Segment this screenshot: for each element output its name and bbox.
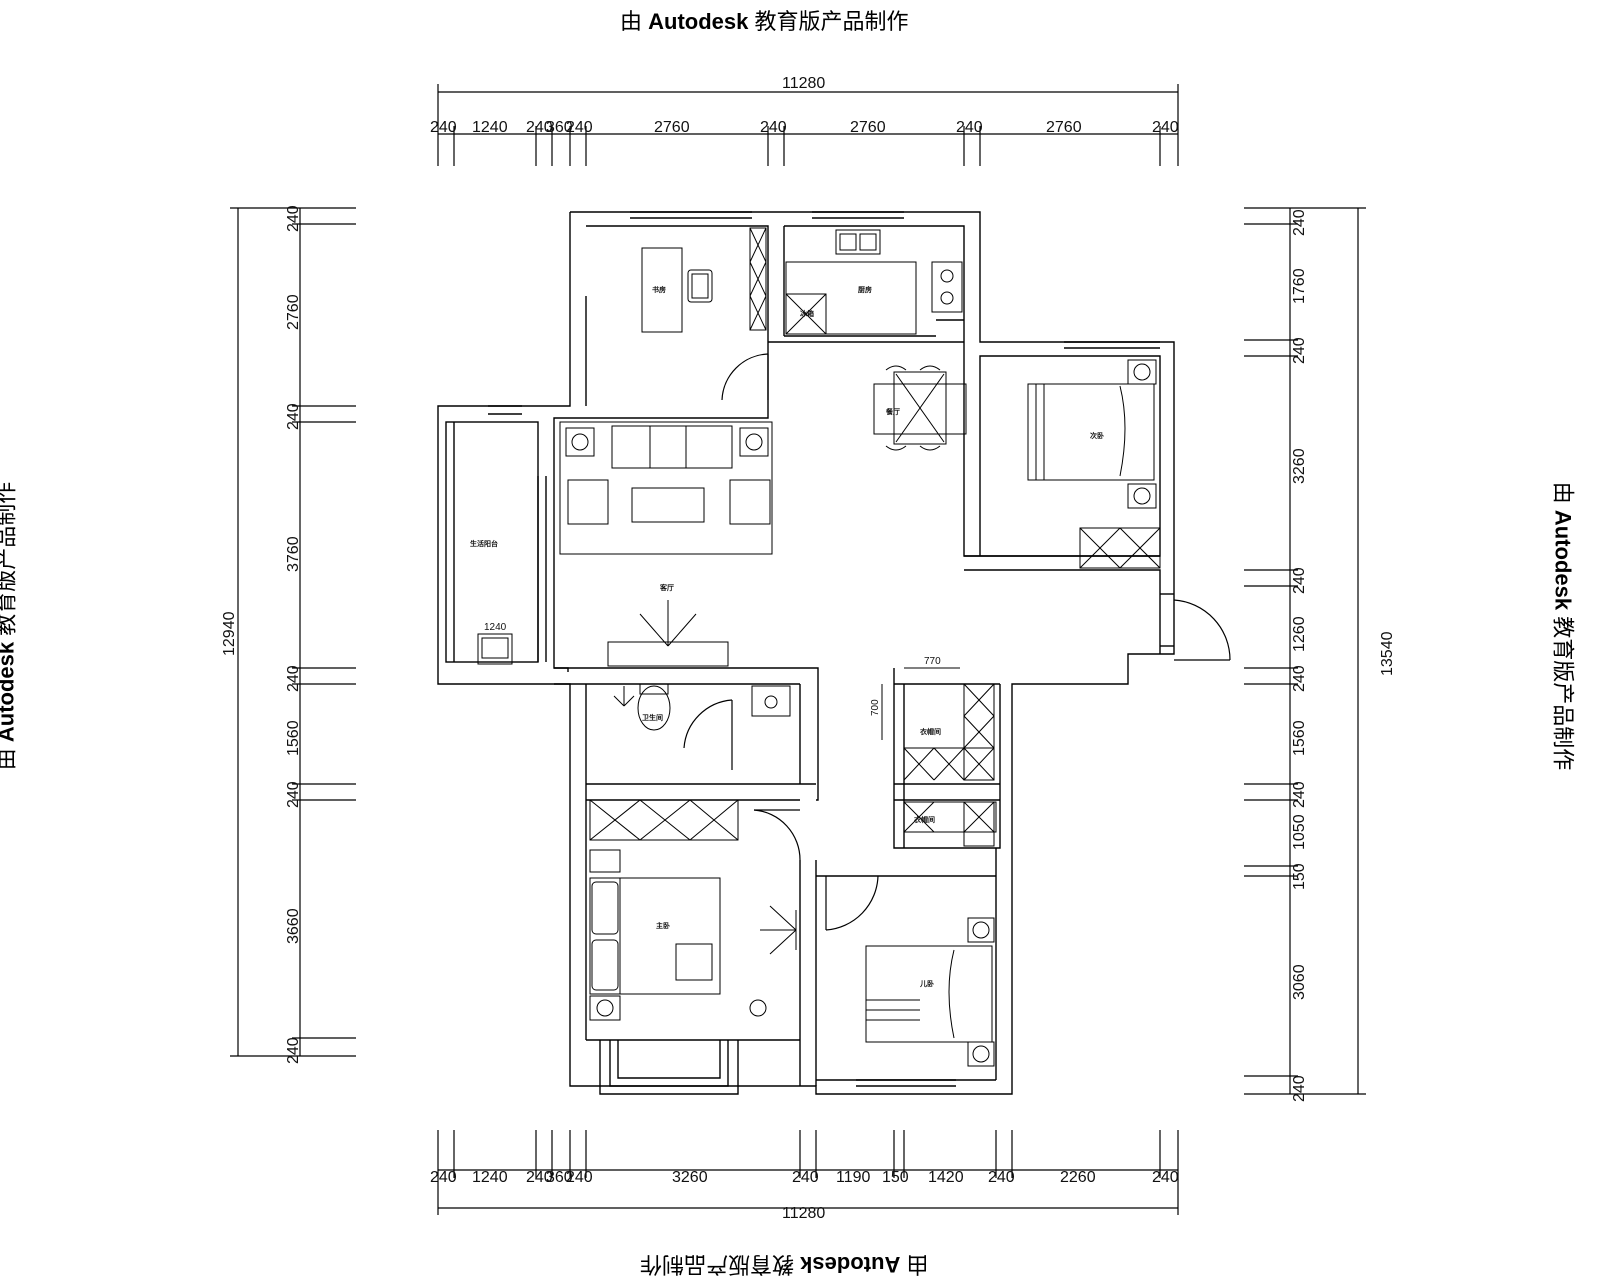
room-cloak-1: 衣帽间 [920, 727, 941, 736]
left-seg-5: 240 [285, 665, 302, 692]
bottom-seg-3: 240 [526, 1169, 553, 1186]
room-bath: 卫生间 [642, 713, 663, 722]
room-dining: 餐厅 [885, 407, 900, 416]
dim-left [230, 207, 356, 1057]
balcony-width-label: 1240 [484, 622, 507, 633]
bottom-seg-7: 240 [792, 1169, 819, 1186]
room-cloak-2: 衣帽间 [914, 815, 935, 824]
right-seg-8: 1560 [1291, 720, 1308, 756]
room-second-bedroom: 次卧 [1090, 431, 1104, 440]
right-seg-5: 240 [1291, 567, 1308, 594]
top-seg-3: 240 [526, 119, 553, 136]
right-seg-11: 150 [1291, 863, 1308, 890]
left-seg-1: 240 [285, 205, 302, 232]
room-balcony: 生活阳台 [470, 539, 498, 548]
right-seg-9: 240 [1291, 781, 1308, 808]
right-total-label: 13540 [1379, 631, 1396, 676]
right-seg-13: 240 [1291, 1075, 1308, 1102]
left-seg-7: 240 [285, 781, 302, 808]
bottom-seg-1: 240 [430, 1169, 457, 1186]
top-seg-2: 1240 [472, 119, 508, 136]
cloak-depth-label: 700 [870, 699, 881, 716]
room-guest: 儿卧 [919, 979, 934, 988]
dim-top [437, 84, 1179, 166]
right-seg-10: 1050 [1291, 814, 1308, 850]
room-study: 书房 [652, 285, 666, 294]
top-seg-11: 240 [1152, 119, 1179, 136]
top-seg-7: 240 [760, 119, 787, 136]
dim-labels: 11280 11280 240 1240 240 360 240 2760 24… [430, 75, 1179, 1222]
room-fridge: 冰箱 [800, 309, 814, 318]
dim-bottom [437, 1130, 1179, 1215]
furniture [477, 227, 1161, 1067]
top-seg-10: 2760 [1046, 119, 1082, 136]
right-seg-7: 240 [1291, 665, 1308, 692]
top-seg-6: 2760 [654, 119, 690, 136]
top-total-label: 11280 [782, 75, 825, 92]
right-seg-4: 3260 [1291, 448, 1308, 484]
bottom-seg-2: 1240 [472, 1169, 508, 1186]
inner-dim-lines [881, 667, 960, 740]
dim-labels-right: 13540 240 1760 240 3260 240 1260 240 156… [1291, 209, 1396, 1102]
bottom-seg-8: 1190 [836, 1169, 871, 1186]
bottom-seg-13: 240 [1152, 1169, 1179, 1186]
bottom-seg-12: 2260 [1060, 1169, 1096, 1186]
top-seg-5: 240 [566, 119, 593, 136]
left-seg-9: 240 [285, 1037, 302, 1064]
watermark-brand: Autodesk [648, 9, 749, 34]
cloak-width-label: 770 [924, 656, 941, 667]
top-seg-4: 360 [546, 119, 573, 136]
bottom-total-label: 11280 [782, 1205, 825, 1222]
left-seg-8: 3660 [285, 908, 302, 944]
room-kitchen: 厨房 [858, 285, 872, 294]
top-seg-1: 240 [430, 119, 457, 136]
left-total-label: 12940 [221, 611, 238, 656]
doors [683, 353, 1231, 931]
right-seg-2: 1760 [1291, 268, 1308, 304]
room-labels: 书房 厨房 冰箱 餐厅 次卧 生活阳台 客厅 卫生间 衣帽间 衣帽间 主卧 儿卧 [470, 285, 1104, 988]
right-seg-1: 240 [1291, 209, 1308, 236]
left-seg-6: 1560 [285, 720, 302, 756]
left-seg-3: 240 [285, 403, 302, 430]
dim-right [1244, 207, 1366, 1095]
left-seg-2: 2760 [285, 294, 302, 330]
watermark-prefix: 由 [620, 9, 649, 34]
watermark-top: 由 Autodesk 教育版产品制作 [620, 4, 909, 36]
right-seg-3: 240 [1291, 337, 1308, 364]
room-living: 客厅 [659, 583, 674, 592]
walls [437, 211, 1175, 1095]
bottom-seg-5: 240 [566, 1169, 593, 1186]
right-seg-6: 1260 [1291, 616, 1308, 652]
bottom-seg-4: 360 [546, 1169, 573, 1186]
top-seg-9: 240 [956, 119, 983, 136]
bottom-seg-9: 150 [882, 1169, 909, 1186]
dim-labels-left: 12940 240 2760 240 3760 240 1560 240 366… [221, 205, 302, 1064]
right-seg-12: 3060 [1291, 964, 1308, 1000]
room-master: 主卧 [656, 921, 670, 930]
bottom-seg-10: 1420 [928, 1169, 964, 1186]
bottom-seg-11: 240 [988, 1169, 1015, 1186]
bottom-seg-6: 3260 [672, 1169, 708, 1186]
inner-dims: 1240 770 700 [484, 622, 941, 716]
watermark-suffix: 教育版产品制作 [748, 9, 909, 34]
top-seg-8: 2760 [850, 119, 886, 136]
left-seg-4: 3760 [285, 536, 302, 572]
